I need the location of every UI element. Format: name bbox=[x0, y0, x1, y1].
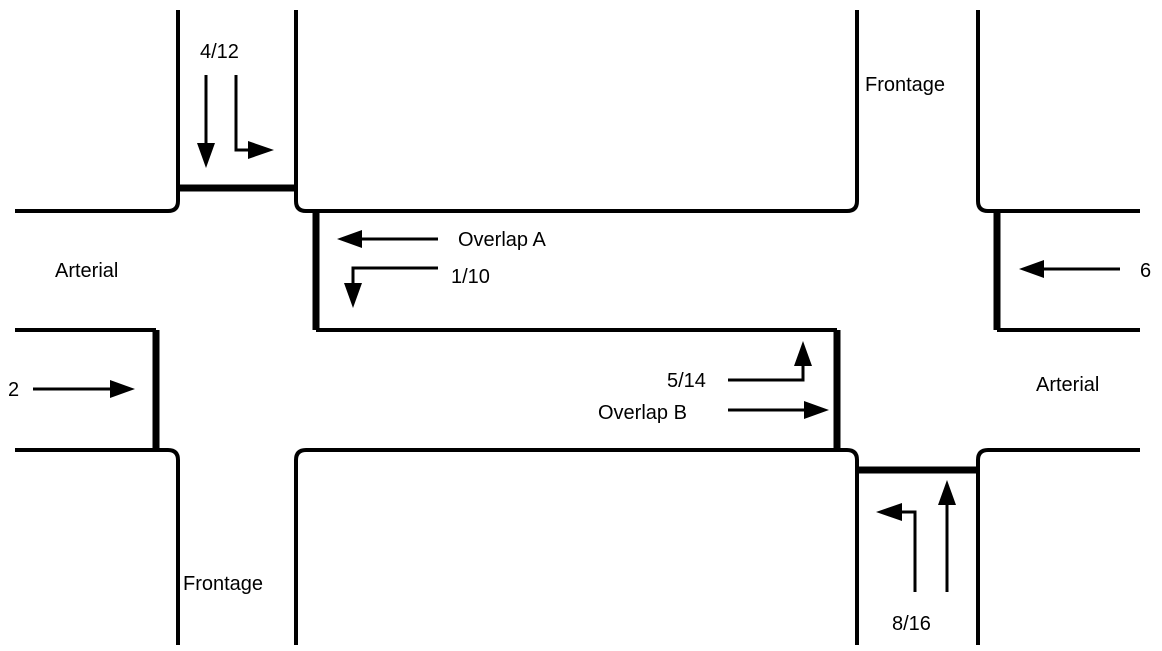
label-overlap-a: Overlap A bbox=[458, 229, 546, 251]
arrow-8-16-turn-head bbox=[876, 503, 902, 521]
label-frontage-south: Frontage bbox=[183, 573, 263, 595]
road-edge bbox=[976, 448, 1140, 645]
stop-bars bbox=[152, 184, 1001, 474]
arrow-1-10-head bbox=[344, 283, 362, 308]
arrow-4-12-turn-head bbox=[248, 141, 274, 159]
arrow-overlap-b-head bbox=[804, 401, 829, 419]
arrow-2-head bbox=[110, 380, 135, 398]
road-edge bbox=[15, 10, 180, 213]
label-frontage-north: Frontage bbox=[865, 74, 945, 96]
arrow-4-12-through-head bbox=[197, 143, 215, 168]
road-edge bbox=[976, 10, 1140, 213]
label-phase-2: 2 bbox=[8, 379, 19, 401]
label-arterial-east: Arterial bbox=[1036, 374, 1099, 396]
road-edge bbox=[294, 10, 859, 213]
movement-arrows bbox=[33, 75, 1120, 592]
arrow-8-16-turn bbox=[900, 510, 917, 592]
label-phase-4-12: 4/12 bbox=[200, 41, 239, 63]
road-edge bbox=[15, 448, 180, 645]
label-arterial-west: Arterial bbox=[55, 260, 118, 282]
arrow-8-16-through-head bbox=[938, 480, 956, 505]
arrow-6-head bbox=[1019, 260, 1044, 278]
arrow-5-14-head bbox=[794, 341, 812, 366]
arrow-overlap-a-head bbox=[337, 230, 362, 248]
labels: 4/12 Frontage Overlap A Arterial 1/10 6 … bbox=[8, 41, 1151, 635]
label-phase-8-16: 8/16 bbox=[892, 613, 931, 635]
label-phase-1-10: 1/10 bbox=[451, 266, 490, 288]
label-phase-6: 6 bbox=[1140, 260, 1151, 282]
label-overlap-b: Overlap B bbox=[598, 402, 687, 424]
arrow-5-14 bbox=[728, 364, 805, 382]
arrow-1-10 bbox=[351, 266, 438, 285]
label-phase-5-14: 5/14 bbox=[667, 370, 706, 392]
road-edge bbox=[294, 448, 859, 645]
arrow-4-12-turn bbox=[234, 75, 250, 152]
road-edges bbox=[15, 10, 1140, 645]
